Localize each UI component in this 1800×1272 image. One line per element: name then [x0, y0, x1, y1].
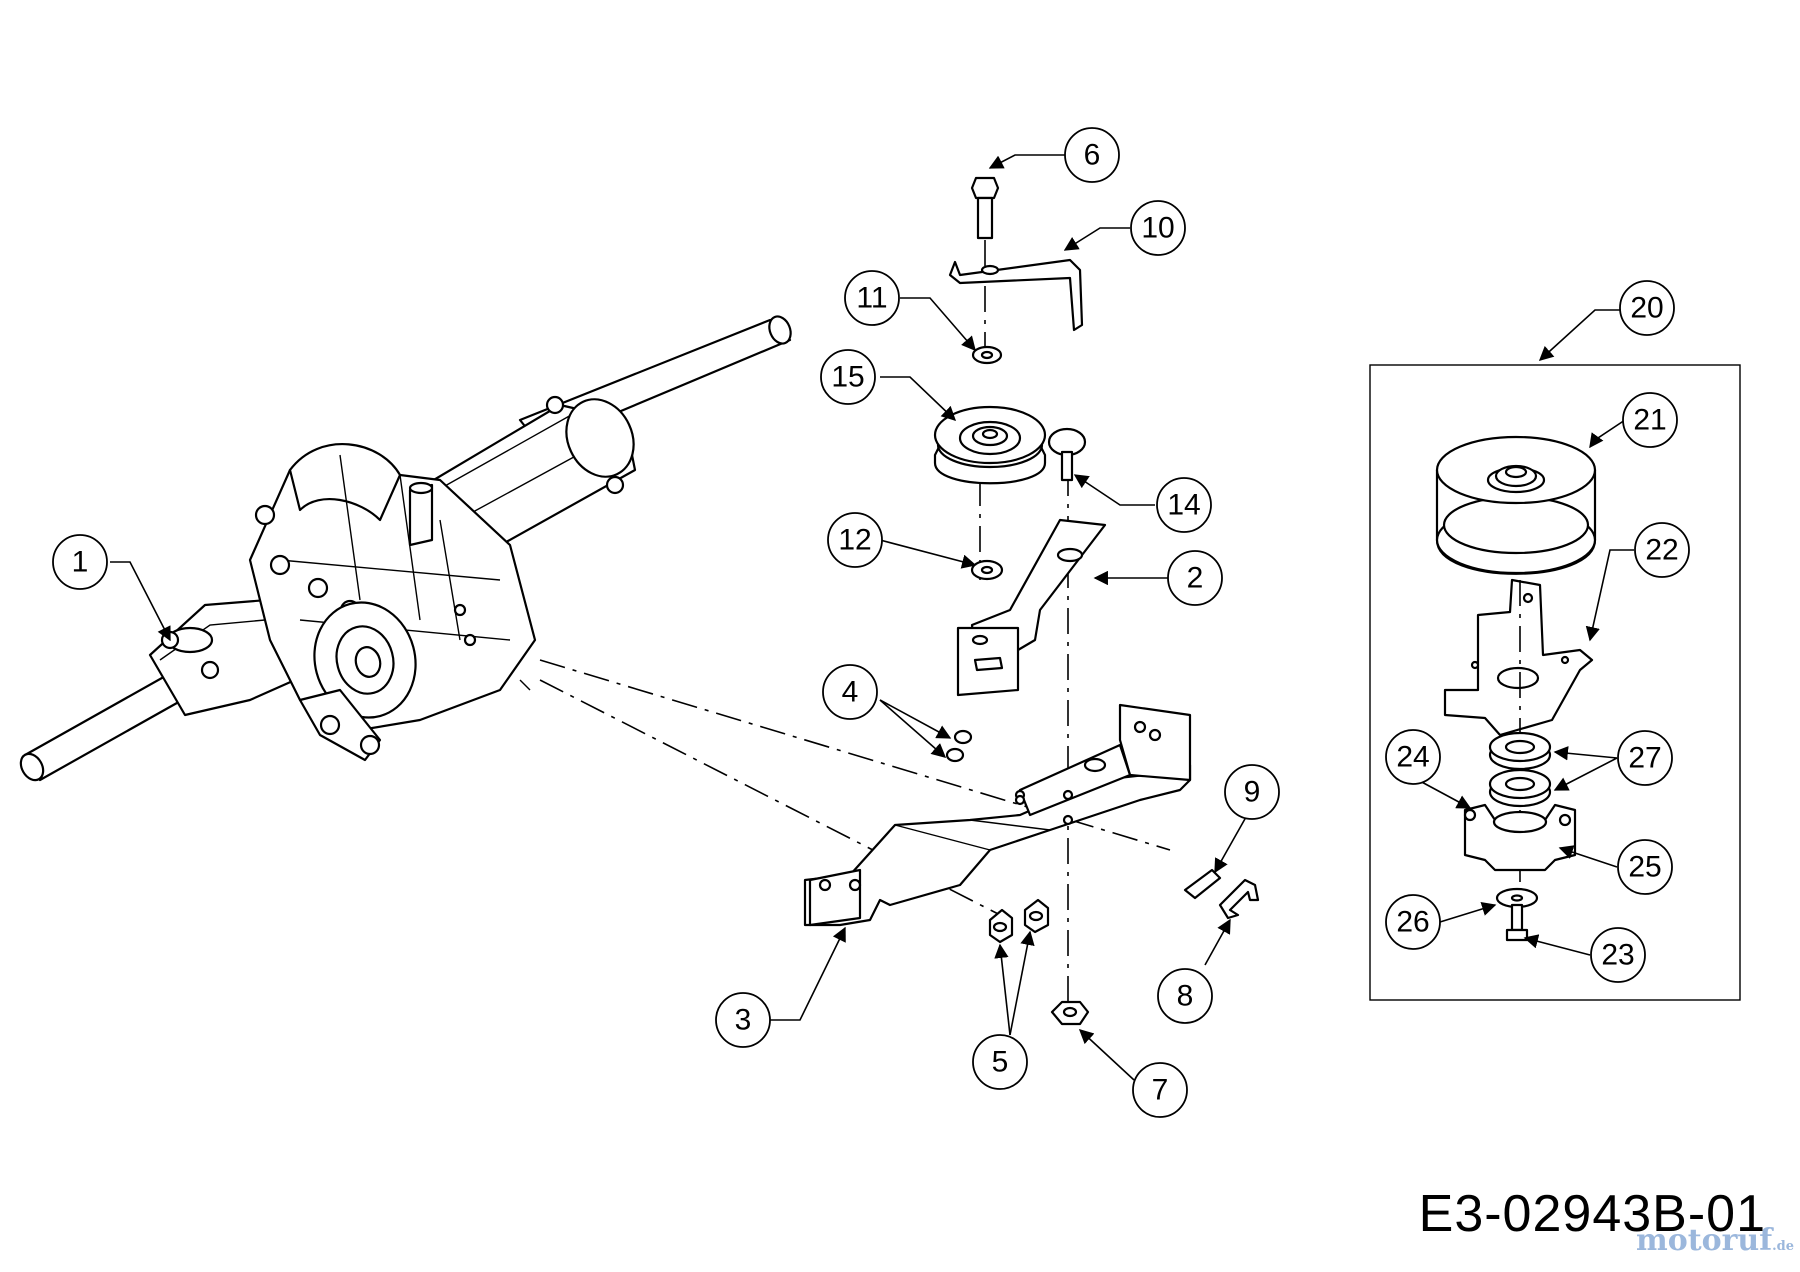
bolt-drawing [970, 176, 1000, 240]
svg-text:4: 4 [842, 676, 859, 709]
callout-12: 12 [827, 512, 883, 568]
callout-4: 4 [822, 664, 878, 720]
svg-text:15: 15 [831, 361, 864, 394]
callout-20: 20 [1619, 280, 1675, 336]
mounting-plate-drawing [803, 703, 1192, 927]
svg-text:2: 2 [1187, 562, 1204, 595]
callout-10: 10 [1130, 200, 1186, 256]
clip-drawing [1183, 868, 1260, 920]
pulley-bracket-drawing [1443, 578, 1594, 737]
callout-1: 1 [52, 534, 108, 590]
callout-7: 7 [1132, 1062, 1188, 1118]
bearings-drawing [1488, 731, 1552, 808]
svg-text:1: 1 [72, 546, 89, 579]
svg-text:26: 26 [1396, 906, 1429, 939]
callout-22: 22 [1634, 522, 1690, 578]
idler-pulley-drawing [933, 405, 1047, 485]
svg-text:6: 6 [1084, 139, 1101, 172]
svg-text:23: 23 [1601, 939, 1634, 972]
callout-14: 14 [1156, 477, 1212, 533]
svg-text:10: 10 [1141, 212, 1174, 245]
svg-text:9: 9 [1244, 776, 1261, 809]
callout-5: 5 [972, 1034, 1028, 1090]
watermark-text: motoruf [1635, 1223, 1773, 1258]
watermark-logo: motoruf.de [1636, 1223, 1794, 1258]
callout-9: 9 [1224, 764, 1280, 820]
svg-text:12: 12 [838, 524, 871, 557]
callout-26: 26 [1385, 894, 1441, 950]
svg-text:5: 5 [992, 1046, 1009, 1079]
svg-text:14: 14 [1167, 489, 1200, 522]
svg-text:7: 7 [1152, 1074, 1169, 1107]
washer-bolt-drawing [1495, 887, 1539, 942]
callout-21: 21 [1622, 392, 1678, 448]
callout-3: 3 [715, 992, 771, 1048]
bearing-housing-drawing [1463, 803, 1577, 872]
washer-drawing [971, 345, 1003, 365]
watermark-suffix: .de [1772, 1239, 1794, 1254]
transaxle-drawing [19, 315, 792, 782]
svg-text:27: 27 [1628, 742, 1661, 775]
callout-25: 25 [1617, 839, 1673, 895]
callout-6: 6 [1064, 127, 1120, 183]
callout-8: 8 [1157, 968, 1213, 1024]
callout-24: 24 [1385, 729, 1441, 785]
kit-box [1369, 364, 1741, 1001]
callout-27: 27 [1617, 730, 1673, 786]
svg-text:3: 3 [735, 1004, 752, 1037]
drive-pulley-drawing [1435, 435, 1597, 575]
flange-bolts-drawing [988, 898, 1050, 944]
screws-drawing [945, 729, 973, 763]
callout-2: 2 [1167, 550, 1223, 606]
svg-text:20: 20 [1630, 292, 1663, 325]
washer-lower-drawing [970, 559, 1004, 581]
svg-text:21: 21 [1633, 404, 1666, 437]
callout-15: 15 [820, 349, 876, 405]
callout-11: 11 [844, 270, 900, 326]
svg-text:24: 24 [1396, 741, 1429, 774]
idler-bracket-drawing [948, 258, 1084, 332]
svg-text:11: 11 [856, 282, 887, 315]
drawing-code: E3-02943B-01 [1418, 1185, 1766, 1243]
carriage-bolt-drawing [1047, 427, 1087, 482]
centerline [539, 659, 1171, 851]
svg-text:8: 8 [1177, 980, 1194, 1013]
idler-arm-drawing [956, 518, 1107, 697]
svg-text:25: 25 [1628, 851, 1661, 884]
callout-23: 23 [1590, 927, 1646, 983]
svg-text:22: 22 [1645, 534, 1678, 567]
flange-nut-drawing [1050, 1000, 1090, 1026]
leader-lines [110, 154, 1634, 1081]
